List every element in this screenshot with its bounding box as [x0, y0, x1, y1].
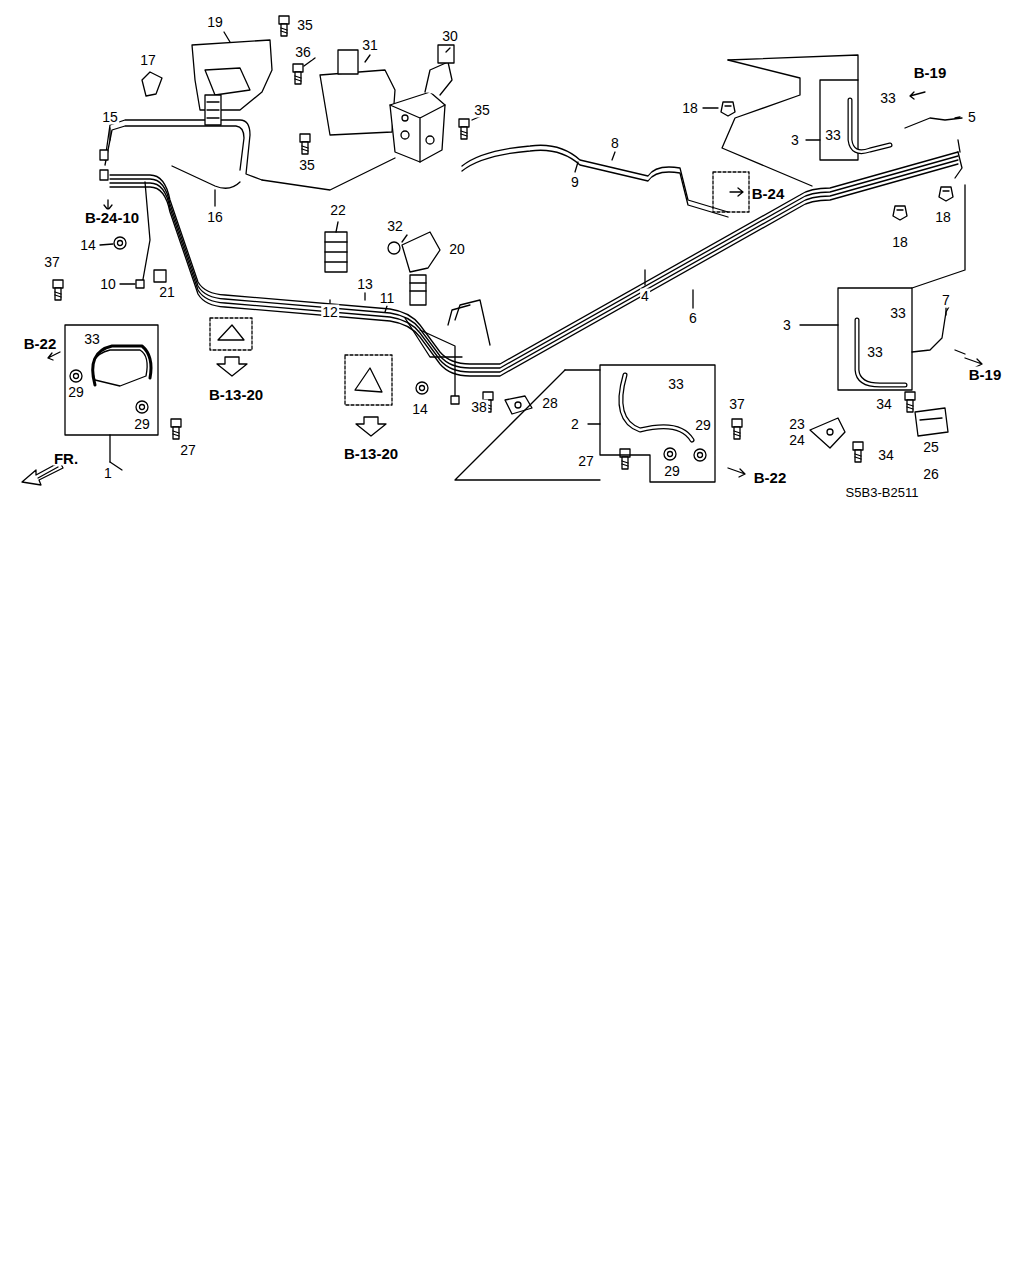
callout-number: 26 — [922, 467, 940, 482]
callout-number: 19 — [206, 15, 224, 30]
callout-number: 35 — [473, 103, 491, 118]
reference-label: B-19 — [913, 65, 948, 80]
callout-number: 33 — [866, 345, 884, 360]
callout-number: 21 — [158, 285, 176, 300]
callout-number: 38 — [470, 400, 488, 415]
reference-label: B-24-10 — [84, 210, 140, 225]
callout-number: 29 — [67, 385, 85, 400]
callout-number: 37 — [43, 255, 61, 270]
callout-number: 14 — [411, 402, 429, 417]
callout-number: 27 — [577, 454, 595, 469]
callout-number: 18 — [891, 235, 909, 250]
callout-number: 2 — [570, 417, 580, 432]
callout-number: 29 — [694, 418, 712, 433]
callout-number: 17 — [139, 53, 157, 68]
diagram-code: S5B3-B2511 — [845, 485, 920, 500]
callout-number: 14 — [79, 238, 97, 253]
callout-number: 25 — [922, 440, 940, 455]
callout-number: 3 — [790, 133, 800, 148]
callout-number: 24 — [788, 433, 806, 448]
callout-number: 33 — [879, 91, 897, 106]
callout-number: 34 — [875, 397, 893, 412]
callout-number: 20 — [448, 242, 466, 257]
callout-number: 29 — [133, 417, 151, 432]
callout-number: 5 — [967, 110, 977, 125]
reference-label: FR. — [53, 451, 79, 466]
callout-number: 10 — [99, 277, 117, 292]
reference-label: B-22 — [23, 336, 58, 351]
callout-number: 34 — [877, 448, 895, 463]
callout-number: 9 — [570, 175, 580, 190]
callout-number: 27 — [179, 443, 197, 458]
callout-number: 6 — [688, 311, 698, 326]
reference-label: B-24 — [751, 186, 786, 201]
reference-label: B-13-20 — [343, 446, 399, 461]
callout-number: 4 — [640, 289, 650, 304]
reference-label: B-13-20 — [208, 387, 264, 402]
callout-number: 35 — [296, 18, 314, 33]
callout-number: 22 — [329, 203, 347, 218]
callout-number: 11 — [379, 291, 396, 306]
callout-number: 18 — [934, 210, 952, 225]
callout-number: 32 — [386, 219, 404, 234]
callout-number: 23 — [788, 417, 806, 432]
callout-number: 3 — [782, 318, 792, 333]
reference-label: B-22 — [753, 470, 788, 485]
callout-number: 18 — [681, 101, 699, 116]
callout-number: 28 — [541, 396, 559, 411]
callout-number: 36 — [294, 45, 312, 60]
callout-number: 1 — [103, 466, 113, 481]
callout-number: 35 — [298, 158, 316, 173]
callout-number: 15 — [101, 110, 119, 125]
callout-number: 31 — [361, 38, 379, 53]
callout-number: 33 — [824, 128, 842, 143]
callout-number: 33 — [889, 306, 907, 321]
callout-number: 29 — [663, 464, 681, 479]
callout-number: 12 — [321, 305, 339, 320]
callout-number: 13 — [356, 277, 374, 292]
callout-number: 16 — [206, 210, 224, 225]
callout-number: 30 — [441, 29, 459, 44]
callout-number: 33 — [83, 332, 101, 347]
callout-number: 33 — [667, 377, 685, 392]
callout-number: 8 — [610, 136, 620, 151]
callout-number: 7 — [941, 293, 951, 308]
callout-number: 37 — [728, 397, 746, 412]
reference-label: B-19 — [968, 367, 1003, 382]
